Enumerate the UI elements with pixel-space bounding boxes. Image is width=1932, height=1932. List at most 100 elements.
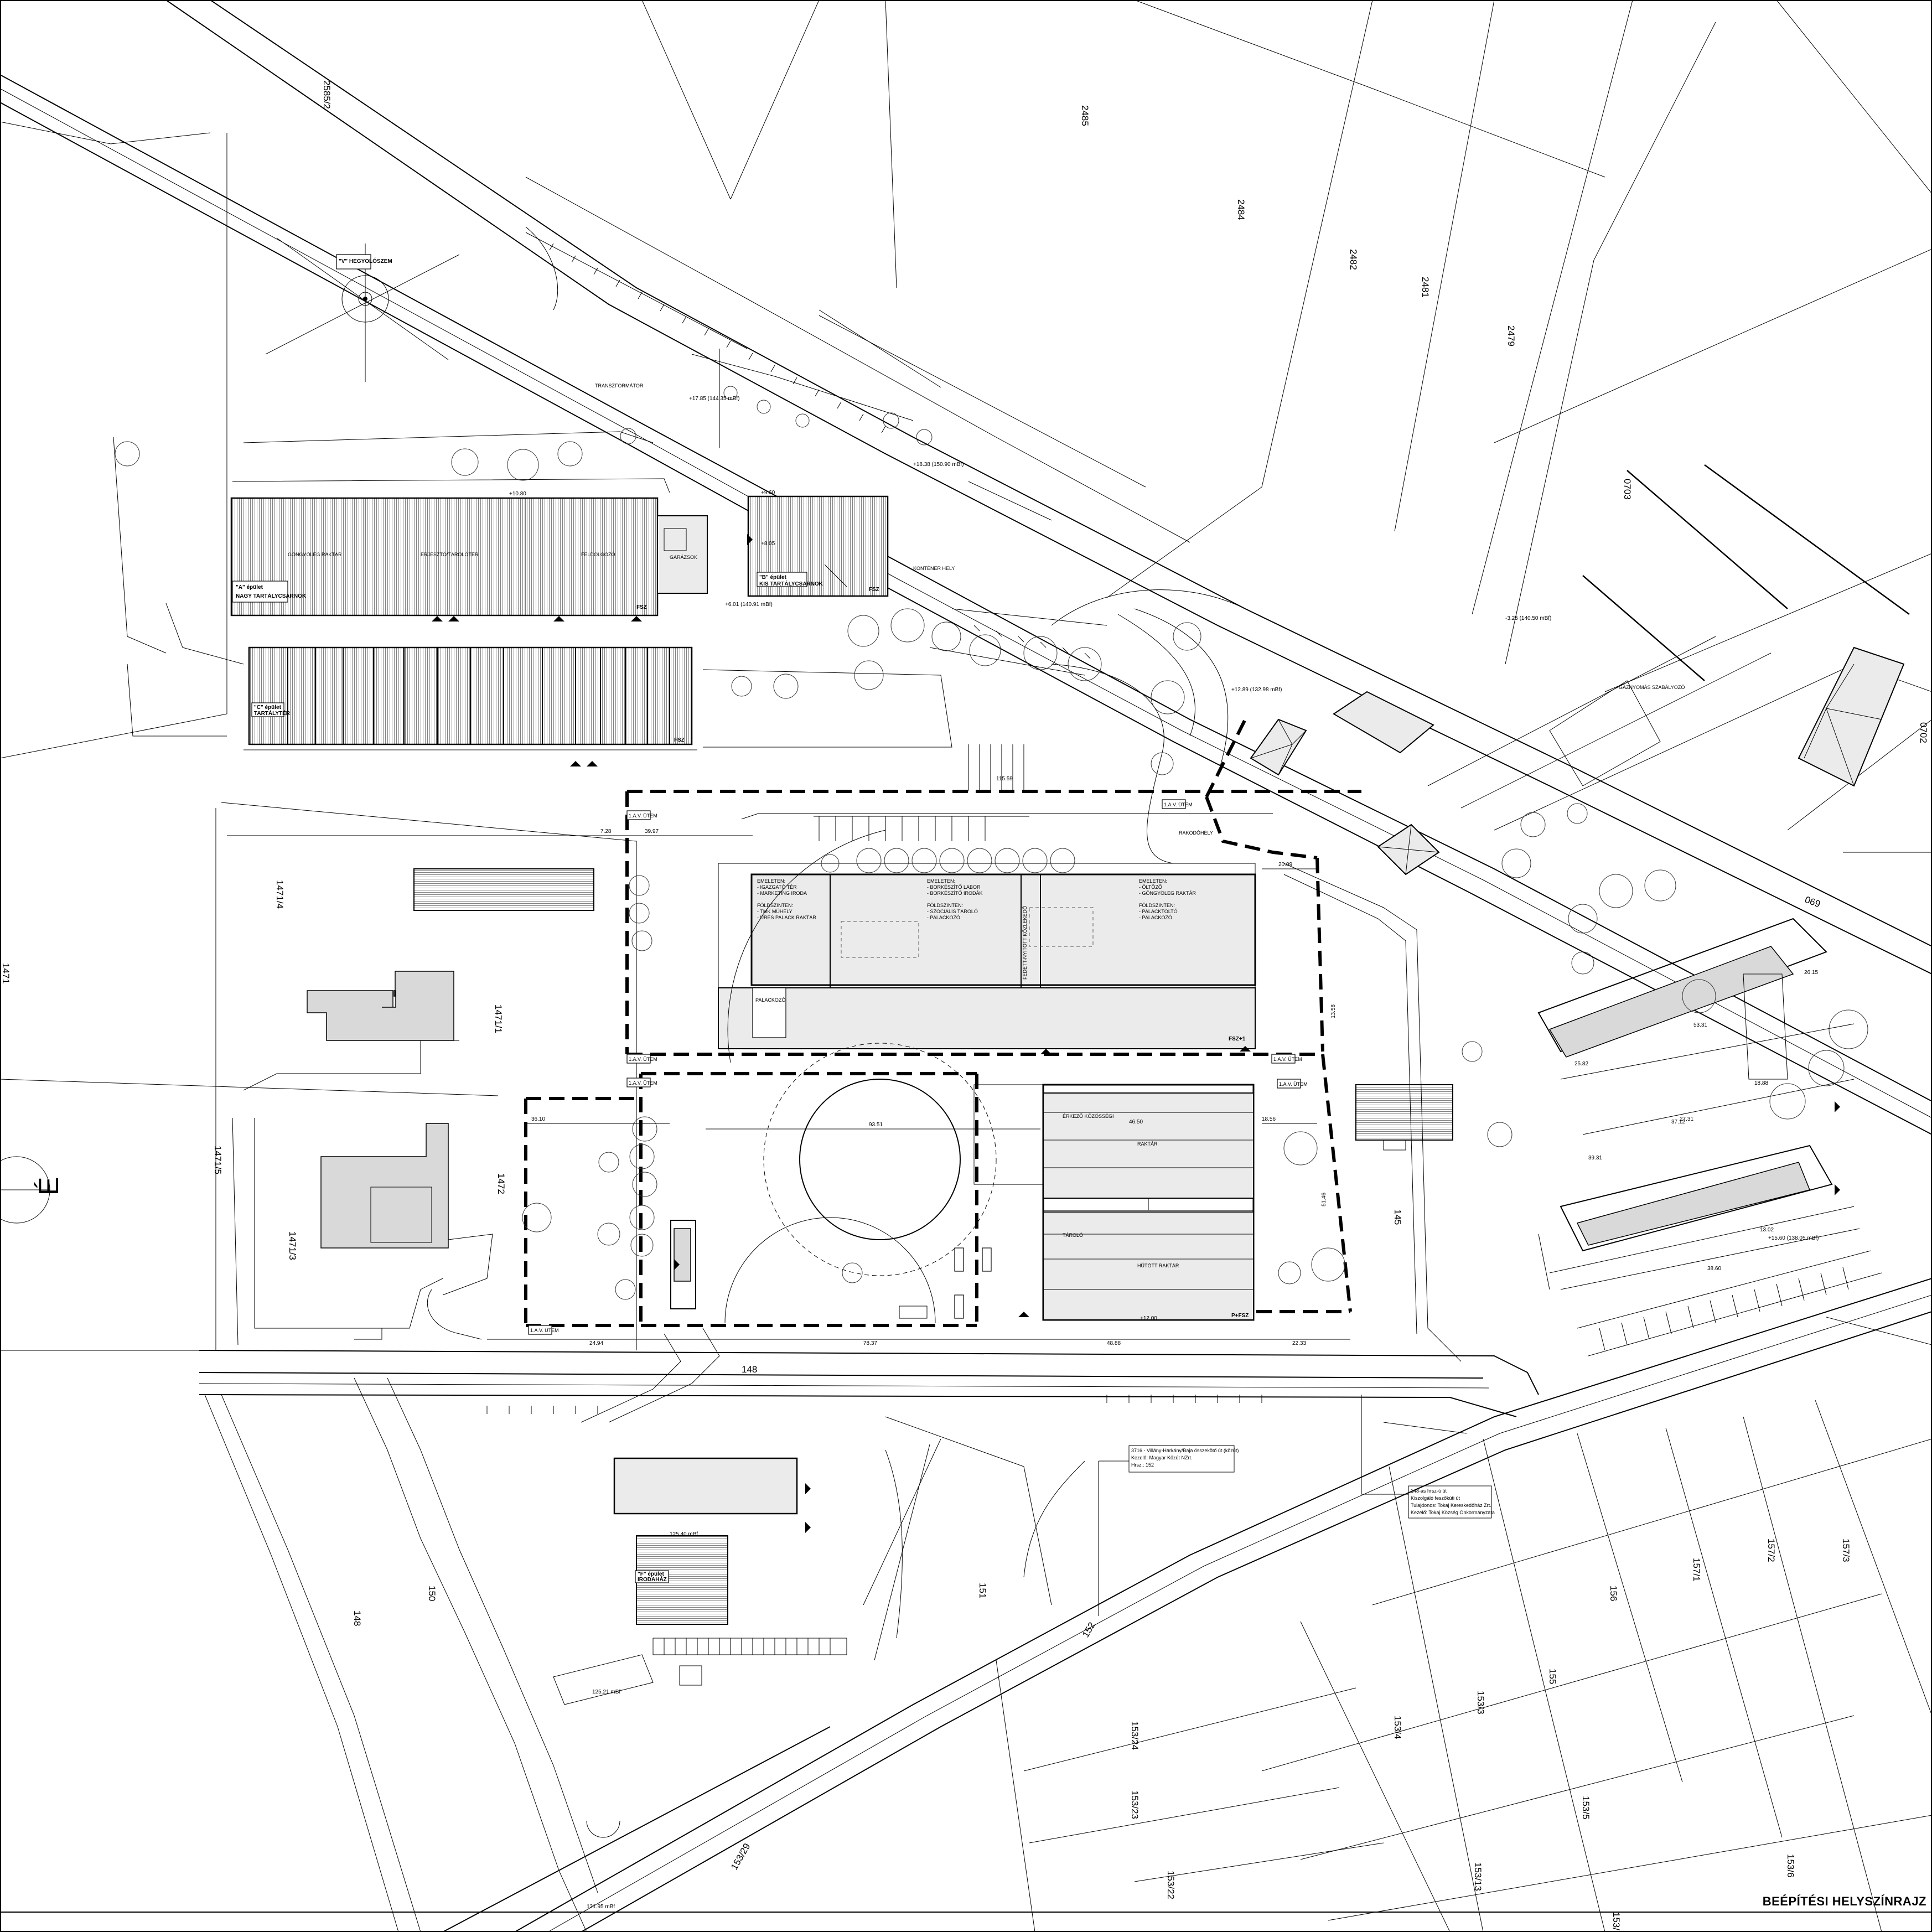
building-b-floor: FSZ xyxy=(869,587,879,593)
dim-2: 39.97 xyxy=(645,828,659,835)
building-a-tag: "A" épület xyxy=(236,584,263,591)
main-upper-note: FEDETT-NYITOTT KÖZLEKEDŐ xyxy=(1022,906,1028,980)
dim-18: 27.31 xyxy=(1680,1116,1693,1122)
phase-tag-5: 1.A.V. ÜTEM xyxy=(1279,1081,1308,1087)
elev-6: -3.25 (140.50 mBf) xyxy=(1505,615,1551,621)
parcel-150: 150 xyxy=(427,1586,437,1601)
main-upper-floor: FSZ+1 xyxy=(1229,1036,1246,1042)
parcel-0703: 0703 xyxy=(1622,479,1633,500)
elevation-marks: +17.85 (144.35 mBf) +10.80 +9.60 +8.05 +… xyxy=(509,396,1819,1910)
parcel-2585-2: 2585/2 xyxy=(322,80,332,109)
sheet-title: BEÉPÍTÉSI HELYSZÍNRAJZ xyxy=(1762,1894,1926,1908)
phase-boundary xyxy=(524,718,1361,1327)
parcel-153-5: 153/5 xyxy=(1581,1796,1591,1820)
main-upper-palack: PALACKOZÓ xyxy=(755,997,785,1003)
parcel-155: 155 xyxy=(1547,1669,1558,1684)
v-tower-label: "V" HEGYOLÓSZEM xyxy=(339,257,392,265)
dim-12: 22.33 xyxy=(1292,1340,1306,1346)
parcel-153-23: 153/23 xyxy=(1130,1790,1140,1819)
dim-1: 7.28 xyxy=(600,828,612,835)
elev-10: +12.00 xyxy=(1140,1315,1157,1322)
house-145 xyxy=(1355,1084,1453,1141)
main-lower-floor: P+FSZ xyxy=(1231,1313,1249,1319)
info-box-2 xyxy=(1361,1395,1492,1519)
elev-5: +6.01 (140.91 mBf) xyxy=(725,602,773,608)
parcel-2484: 2484 xyxy=(1236,199,1246,220)
dim-3: 115.59 xyxy=(996,776,1013,782)
parcel-1472: 1472 xyxy=(496,1173,506,1194)
main-building-upper xyxy=(718,863,1256,1049)
parcel-153-3: 153/3 xyxy=(1475,1691,1486,1715)
berth-label: RAKODÓHELY xyxy=(1179,830,1213,836)
building-b-name: KIS TARTÁLYCSARNOK xyxy=(759,580,823,587)
parcel-2481: 2481 xyxy=(1420,277,1431,298)
building-a-room-1: GÖNGYÖLEG RAKTÁR xyxy=(288,552,342,557)
dim-22: 93.51 xyxy=(869,1122,883,1128)
building-f-tag: "F" épület xyxy=(638,1571,664,1577)
building-a xyxy=(230,497,708,617)
bars-0703 xyxy=(1582,464,1910,681)
access-road-148 xyxy=(199,1350,1539,1932)
v-tower-symbol xyxy=(265,237,460,382)
main-building-lower xyxy=(973,1084,1255,1321)
elev-4: +8.05 xyxy=(761,541,775,547)
building-b-tag: "B" épület xyxy=(759,574,787,581)
parcel-1471-1: 1471/1 xyxy=(493,1004,504,1033)
building-c-tag: "C" épület xyxy=(254,705,282,711)
elev-2: +10.80 xyxy=(509,491,526,497)
main-lower-row2: RAKTÁR xyxy=(1137,1141,1158,1147)
parcel-1471-5: 1471/5 xyxy=(213,1146,223,1174)
main-lower-row1: ÉRKEZŐ KÖZÖSSÉGI xyxy=(1063,1113,1114,1119)
parcel-157-3: 157/3 xyxy=(1841,1539,1851,1562)
dim-19: 38.60 xyxy=(1707,1266,1721,1272)
se-complex xyxy=(1427,636,1932,1356)
building-c-floor: FSZ xyxy=(674,737,685,743)
elev-7: +18.38 (150.90 mBf) xyxy=(913,462,964,468)
phase-tags xyxy=(528,799,1301,1335)
parcel-069: 069 xyxy=(1804,894,1822,910)
elev-3: +9.60 xyxy=(761,490,775,496)
elev-11: 125.40 mBf xyxy=(670,1531,698,1537)
parcel-153-22: 153/22 xyxy=(1166,1871,1176,1899)
parcel-151: 151 xyxy=(977,1583,988,1598)
elev-13: 121.95 mBf xyxy=(587,1904,615,1910)
building-f-name: IRODAHÁZ xyxy=(638,1576,667,1583)
pyramid-roofs xyxy=(1250,646,1905,876)
parcel-153-6: 153/6 xyxy=(1785,1854,1796,1878)
parcel-2485: 2485 xyxy=(1080,105,1090,126)
north-parking xyxy=(814,744,1029,841)
building-e xyxy=(670,1220,696,1309)
dim-17: 18.88 xyxy=(1754,1080,1768,1086)
parcel-157-2: 157/2 xyxy=(1766,1539,1776,1562)
parcel-148-south: 148 xyxy=(352,1610,362,1626)
dim-6: 36.10 xyxy=(531,1116,545,1122)
trees xyxy=(115,386,1868,1300)
dim-16: 53.31 xyxy=(1693,1022,1707,1028)
parcel-2482: 2482 xyxy=(1348,249,1359,270)
dim-5: 25.82 xyxy=(1574,1061,1588,1067)
phase-tag-2: 1.A.V. ÜTEM xyxy=(629,1056,657,1062)
house-1471-1 xyxy=(307,971,454,1041)
building-a-floor: FSZ xyxy=(636,604,647,610)
parcel-1471: 1471 xyxy=(1,963,11,984)
gas-label: GÁZNYOMÁS SZABÁLYOZÓ xyxy=(1619,685,1685,690)
info1-line3: Hrsz.: 152 xyxy=(1131,1462,1154,1468)
phase-tag-4: 1.A.V. ÜTEM xyxy=(1273,1056,1302,1062)
info2-line1: 148-as hrsz-ú út xyxy=(1411,1488,1447,1494)
building-a-name: NAGY TARTÁLYCSARNOK xyxy=(236,592,307,599)
house-1471-3 xyxy=(320,1123,449,1249)
building-a-room-2: ERJESZTŐ/TÁROLÓTÉR xyxy=(421,552,479,557)
parcel-152: 152 xyxy=(1080,1620,1097,1639)
north-arrow-label: É xyxy=(33,1177,64,1195)
dim-9: 51.46 xyxy=(1321,1193,1327,1206)
shed-1471-4 xyxy=(413,868,594,911)
building-a-room-4: GARÁZSOK xyxy=(670,555,697,560)
building-a-room-3: FELDOLGOZÓ xyxy=(581,552,615,557)
dim-11: 48.88 xyxy=(1107,1340,1121,1346)
embankments xyxy=(525,226,1107,676)
building-b xyxy=(747,495,889,597)
phase-tag-7: 1.A.V. ÜTEM xyxy=(530,1328,559,1333)
dim-8: 18.56 xyxy=(1262,1116,1276,1122)
